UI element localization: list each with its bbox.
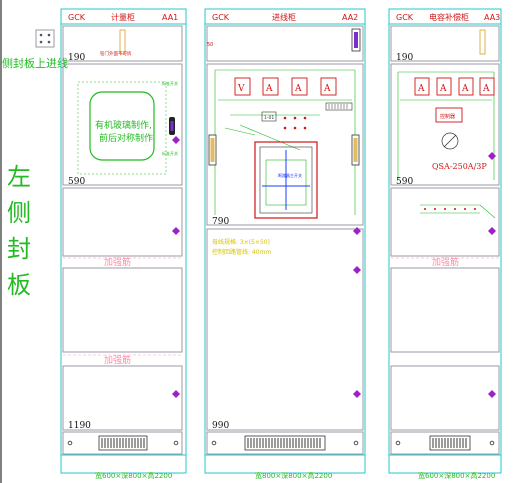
cabinet-aa3-frame bbox=[388, 8, 502, 474]
aa2-height-790: 790 bbox=[212, 217, 229, 227]
aa1-top-slot bbox=[119, 29, 126, 55]
aa2-switch-label: 1-01 bbox=[264, 115, 274, 121]
aa2-meter-3: A bbox=[294, 84, 302, 94]
cabinet-aa2-name: 进线柜 bbox=[272, 12, 296, 22]
side-panel-char-1: 左 bbox=[7, 163, 31, 191]
aa1-small-note: 铅门外面不可拆 bbox=[100, 50, 132, 57]
aa1-hinge-icon-3 bbox=[172, 390, 180, 398]
aa3-dimensions: 宽600×深800×高2200 bbox=[418, 471, 495, 480]
aa1-height-590: 590 bbox=[68, 177, 85, 187]
aa1-height-1190: 1190 bbox=[68, 421, 91, 431]
aa1-rib-label-1: 加强筋 bbox=[104, 256, 131, 268]
aa3-height-190: 190 bbox=[396, 53, 413, 63]
left-side-panel: 侧封板上进线 左 侧 封 板 bbox=[2, 29, 68, 299]
aa1-rib-label-2: 加强筋 bbox=[104, 354, 131, 366]
aa1-side-tag-1: 标准开关 bbox=[162, 80, 178, 86]
cabinet-aa2: GCK 进线柜 AA2 50 V A A A bbox=[204, 8, 366, 480]
cabinet-aa3: GCK 电容补偿柜 AA3 190 A A A A bbox=[388, 8, 502, 480]
cabinet-aa3-model: GCK bbox=[396, 13, 414, 22]
aa3-rib-label-1: 加强筋 bbox=[432, 256, 459, 268]
side-panel-char-2: 侧 bbox=[7, 199, 31, 227]
side-top-entry-label: 侧封板上进线 bbox=[2, 56, 68, 70]
aa2-terminal-strip bbox=[325, 102, 353, 111]
aa2-breaker-label: 断路器主开关 bbox=[278, 172, 302, 178]
aa1-side-tag-2: 标准开关 bbox=[162, 150, 178, 156]
aa2-breaker-window bbox=[254, 141, 318, 219]
aa3-hinge-icon-2 bbox=[488, 227, 496, 235]
aa3-hinge-icon-1 bbox=[488, 152, 496, 160]
aa3-hinge-icon-3 bbox=[488, 390, 496, 398]
aa3-controller-label: 控制器 bbox=[440, 113, 455, 120]
aa2-meter-1: V bbox=[237, 84, 245, 94]
aa2-dimensions: 宽800×深800×高2200 bbox=[255, 471, 332, 480]
aa2-yellow-note-1: 母线规格: 3×(5×50) bbox=[212, 238, 270, 246]
aa3-controller-box bbox=[435, 107, 463, 123]
aa1-hinge-icon-2 bbox=[172, 227, 180, 235]
aa1-glass-note-2: 前后对称制作 bbox=[99, 132, 153, 144]
aa3-height-590: 590 bbox=[396, 177, 413, 187]
cabinet-aa2-code: AA2 bbox=[342, 13, 358, 22]
aa3-switch-spec: QSA-250A/3P bbox=[432, 162, 487, 171]
aa3-capacitor-bus bbox=[420, 204, 496, 219]
aa3-rotary-switch-icon bbox=[441, 132, 459, 150]
entry-plate bbox=[35, 29, 55, 48]
aa2-hinge-icon-1 bbox=[353, 227, 361, 235]
cabinet-aa3-name: 电容补偿柜 bbox=[429, 12, 469, 22]
cabinet-aa2-model: GCK bbox=[212, 13, 230, 22]
cabinet-aa2-frame bbox=[204, 8, 366, 474]
aa3-meter-row: A A A A bbox=[414, 77, 495, 96]
aa1-height-190: 190 bbox=[68, 53, 85, 63]
side-panel-char-4: 板 bbox=[7, 271, 31, 299]
aa2-hinge-icon-3 bbox=[353, 390, 361, 398]
aa2-meter-4: A bbox=[323, 84, 331, 94]
cabinet-aa1-frame bbox=[60, 8, 187, 474]
cabinet-aa1: GCK 计量柜 AA1 190 铅门外面不可拆 有机玻璃制作, 前后对称制作 标… bbox=[60, 8, 187, 480]
aa3-meter-2: A bbox=[439, 84, 447, 94]
aa2-hinge-icon-2 bbox=[353, 266, 361, 274]
side-panel-char-3: 封 bbox=[7, 235, 31, 263]
aa2-meter-2: A bbox=[265, 84, 273, 94]
aa3-meter-1: A bbox=[417, 84, 425, 94]
aa3-top-slot bbox=[479, 29, 486, 55]
cabinet-aa1-model: GCK bbox=[68, 13, 86, 22]
aa2-meter-row: V A A A bbox=[234, 77, 337, 96]
aa3-meter-3: A bbox=[461, 84, 469, 94]
aa2-yellow-note-2: 控制回路管线: 40mm bbox=[212, 248, 271, 256]
svg-text:50: 50 bbox=[207, 42, 213, 48]
aa3-meter-4: A bbox=[482, 84, 490, 94]
cabinet-aa3-code: AA3 bbox=[484, 13, 500, 22]
cabinet-aa1-code: AA1 bbox=[162, 13, 178, 22]
cabinet-aa1-name: 计量柜 bbox=[111, 12, 135, 22]
aa1-glass-window bbox=[89, 91, 155, 161]
aa1-dimensions: 宽600×深800×高2200 bbox=[95, 471, 172, 480]
aa1-hinge-icon-1 bbox=[172, 136, 180, 144]
aa2-height-990: 990 bbox=[212, 421, 229, 431]
aa1-glass-note-1: 有机玻璃制作, bbox=[95, 119, 152, 131]
